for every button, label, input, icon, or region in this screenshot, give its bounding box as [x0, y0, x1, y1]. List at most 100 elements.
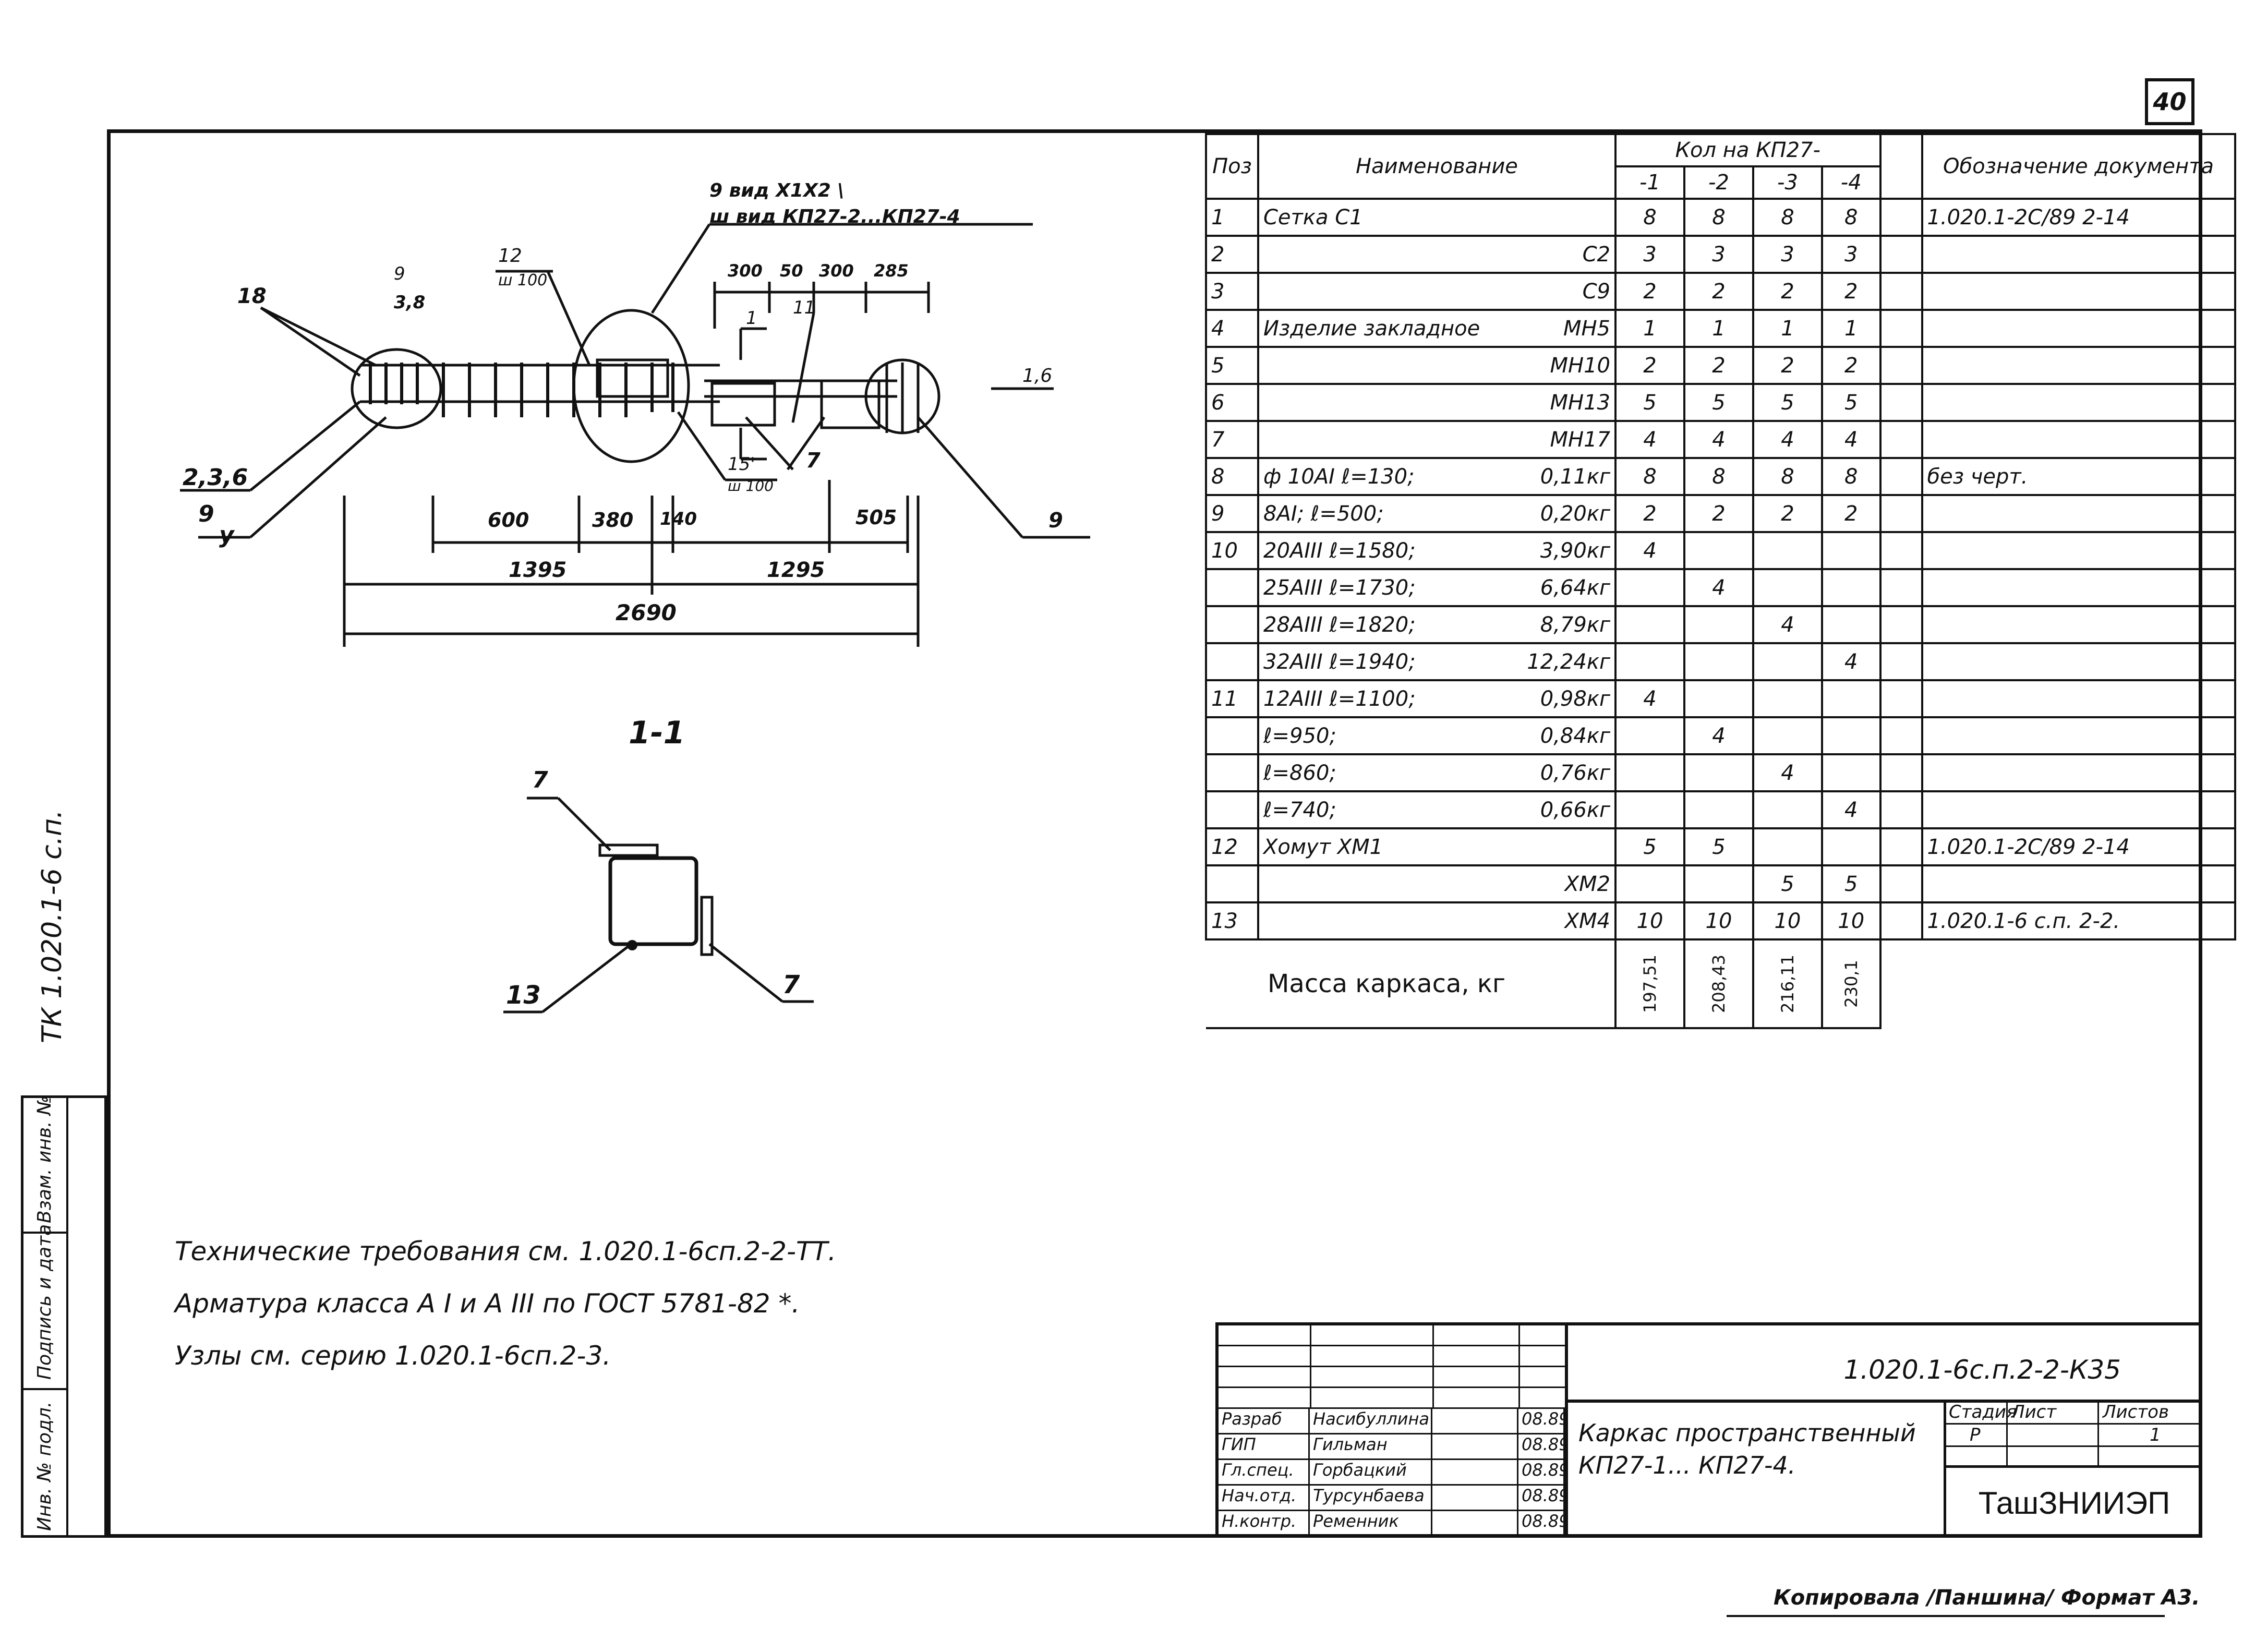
cell-gap: [1879, 716, 1923, 755]
cell-gap: [1879, 605, 1923, 644]
mass-3-text: 216,11: [1777, 955, 1798, 1013]
signature-date: 08.89: [1518, 1409, 1565, 1433]
cell-qty-1: [1614, 753, 1685, 792]
cell-name: МН10: [1257, 346, 1617, 385]
cell-pos: 5: [1205, 346, 1259, 385]
label-1-6: 1,6: [1022, 365, 1053, 387]
cell-pos: 4: [1205, 309, 1259, 348]
copy-underline: [1727, 1615, 2165, 1617]
signature-role: Нач.отд.: [1219, 1486, 1310, 1510]
cell-gap: [1879, 531, 1923, 570]
th-qty: Кол на КП27-: [1614, 133, 1882, 167]
cell-qty-3: [1752, 827, 1823, 866]
cell-qty-4: 4: [1820, 790, 1882, 829]
cell-qty-4: 10: [1820, 901, 1882, 940]
cell-doc: [1921, 531, 2236, 570]
cell-qty-2: 4: [1683, 568, 1754, 607]
label-9-right: 9: [1048, 509, 1063, 533]
cell-qty-4: 2: [1820, 272, 1882, 311]
cell-qty-1: 2: [1614, 272, 1685, 311]
cell-qty-3: [1752, 568, 1823, 607]
margin-strip: Взам. инв. № Подпись и дата Инв. № подл.: [21, 1095, 107, 1538]
cell-name: ф 10АI ℓ=130;0,11кг: [1257, 457, 1617, 496]
cell-qty-2: 8: [1683, 457, 1754, 496]
cell-name-text: Сетка С1: [1263, 205, 1363, 230]
cell-qty-2: 2: [1683, 494, 1754, 533]
cell-mark-text: МН17: [1550, 427, 1611, 452]
cell-qty-1: 5: [1614, 827, 1685, 866]
note-3: Узлы см. серию 1.020.1-6сп.2-3.: [175, 1341, 611, 1371]
label-11: 11: [793, 297, 816, 318]
cell-mark-text: 0,84кг: [1540, 723, 1610, 748]
signature-role: ГИП: [1219, 1434, 1310, 1458]
cell-pos: 2: [1205, 235, 1259, 274]
cell-name-text: Изделие закладное: [1263, 316, 1480, 341]
cell-mark-text: 0,20кг: [1540, 501, 1610, 526]
signature-sign: [1432, 1460, 1518, 1484]
section-label-13: 13: [506, 981, 541, 1010]
cell-name: 20АIII ℓ=1580; 3,90кг: [1257, 531, 1617, 570]
callout-text-1: 9 вид Х1Х2 \: [709, 180, 845, 201]
cell-doc: [1921, 346, 2236, 385]
cell-name-text: 20АIII ℓ=1580;: [1263, 538, 1416, 563]
cell-qty-3: 10: [1752, 901, 1823, 940]
cell-gap: [1879, 346, 1923, 385]
cell-qty-1: 5: [1614, 383, 1685, 422]
strip-cell-sign: [23, 1234, 66, 1390]
cell-pos: [1205, 605, 1259, 644]
drawing-title: Каркас пространственный КП27-1... КП27-4…: [1578, 1419, 1916, 1479]
sheets-value: 1: [2150, 1425, 2161, 1445]
cell-doc: [1921, 679, 2236, 718]
cell-qty-4: 4: [1820, 642, 1882, 681]
th-qty-3: -3: [1752, 165, 1823, 200]
cell-qty-1: [1614, 642, 1685, 681]
cell-name: С2: [1257, 235, 1617, 274]
section-label-7a: 7: [532, 767, 548, 793]
side-code: ТК 1.020.1-6 с.п.: [37, 810, 68, 1043]
cell-mark-text: ХМ2: [1564, 872, 1610, 896]
cell-qty-4: [1820, 679, 1882, 718]
signature-date: 08.89: [1518, 1486, 1565, 1510]
note-1: Технические требования см. 1.020.1-6сп.2…: [175, 1236, 836, 1267]
cell-qty-1: 4: [1614, 420, 1685, 459]
cell-name-text: ℓ=860;: [1263, 761, 1336, 785]
cell-qty-4: 2: [1820, 494, 1882, 533]
signature-date: 08.89: [1518, 1511, 1565, 1535]
cell-doc: [1921, 568, 2236, 607]
cell-doc: [1921, 420, 2236, 459]
cell-doc: [1921, 272, 2236, 311]
cell-mark-text: 3,90кг: [1540, 538, 1610, 563]
cell-qty-2: [1683, 679, 1754, 718]
dim-600: 600: [488, 509, 529, 532]
signature-sign: [1432, 1434, 1518, 1458]
label-y: у: [219, 522, 234, 548]
cell-doc: [1921, 864, 2236, 903]
cell-doc: 1.020.1-2С/89 2-14: [1921, 198, 2236, 237]
cell-qty-2: 10: [1683, 901, 1754, 940]
th-pos: Поз: [1205, 133, 1259, 200]
dim-140: 140: [660, 509, 697, 529]
label-12: 12: [498, 245, 522, 267]
cell-name-text: ℓ=740;: [1263, 798, 1336, 822]
mass-label-text: Масса каркаса, кг: [1268, 969, 1506, 998]
title-block-blank-row: [1219, 1388, 1565, 1409]
title-block-blank-row: [1219, 1346, 1565, 1367]
cell-pos: 13: [1205, 901, 1259, 940]
cell-pos: 10: [1205, 531, 1259, 570]
cell-qty-2: [1683, 790, 1754, 829]
cell-mark-text: С2: [1582, 242, 1610, 267]
cell-doc: [1921, 790, 2236, 829]
organization: ТашЗНИИЭП: [1946, 1465, 2202, 1538]
